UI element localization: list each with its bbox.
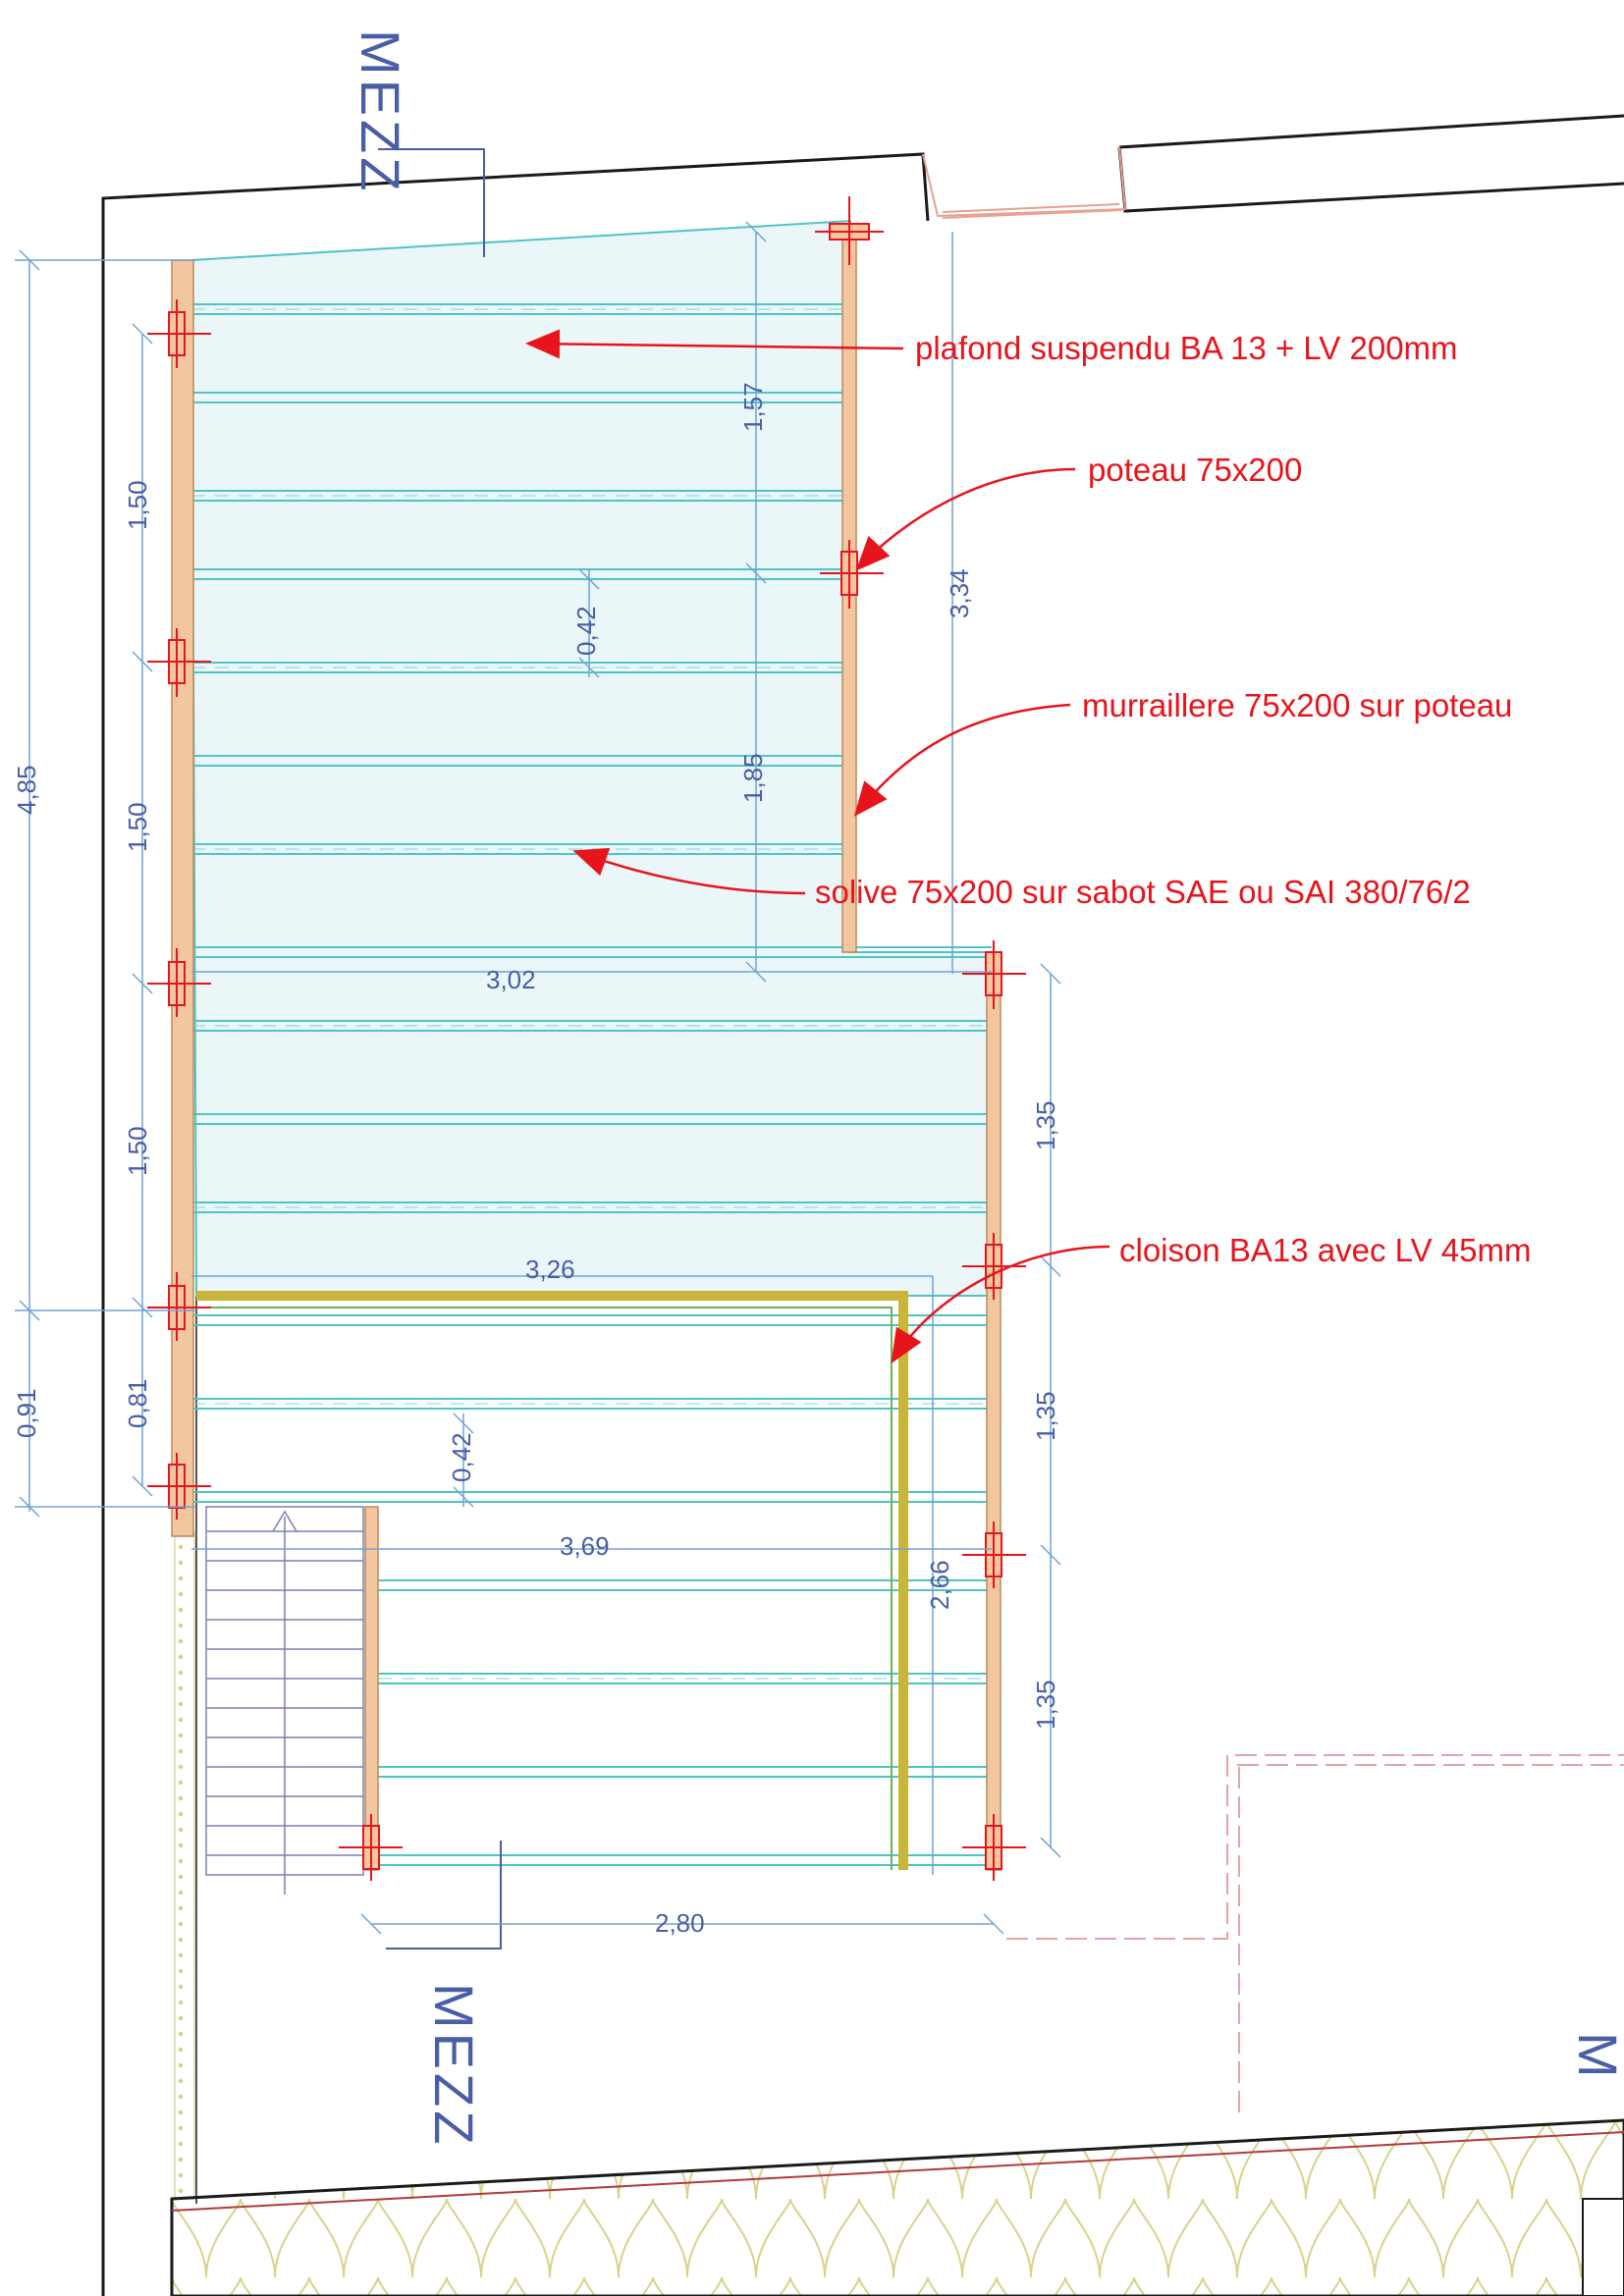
dim-stair-edge: 2,66: [925, 1560, 954, 1610]
post-5: [147, 1453, 211, 1520]
dim-left-span-3: 1,50: [123, 1126, 152, 1176]
dim-post-total: 3,34: [945, 568, 974, 618]
dashed-outline: [1006, 1754, 1624, 2120]
section-label-right: M: [1567, 2032, 1624, 2078]
partition-wall: [196, 1291, 908, 1870]
annotation-arrows: [525, 329, 1110, 1364]
bottom-wall: [170, 2118, 1624, 2296]
annotation-joist: solive 75x200 sur sabot SAE ou SAI 380/7…: [815, 874, 1471, 910]
dim-bottom-width: 2,80: [655, 1908, 705, 1938]
post-11: [962, 1814, 1026, 1881]
post-7: [820, 540, 884, 609]
dim-post-span-lower: 1,85: [738, 753, 768, 803]
dim-left-span-2: 1,50: [123, 802, 152, 852]
post-9: [962, 1233, 1026, 1300]
joists: [191, 303, 992, 1866]
window-opening: [922, 146, 1127, 219]
annotation-post: poteau 75x200: [1088, 452, 1303, 488]
dim-joist-gap-upper: 0,42: [571, 606, 601, 656]
post-1: [147, 299, 211, 368]
post-10: [962, 1522, 1026, 1588]
dim-right-span-2: 1,35: [1031, 1391, 1060, 1441]
dim-right-span-3: 1,35: [1031, 1680, 1060, 1730]
dim-mid-width: 3,26: [525, 1255, 575, 1284]
post-8: [962, 940, 1026, 1009]
post-12: [339, 1814, 403, 1881]
dim-upper-width: 3,02: [486, 965, 536, 994]
dim-joist-gap-lower: 0,42: [447, 1432, 476, 1482]
post-3: [147, 948, 211, 1017]
dim-left-span-1: 1,50: [123, 480, 152, 530]
section-label-top: MEZZ: [350, 29, 411, 195]
left-wall-insulation: [174, 1530, 195, 2200]
dim-outer-span-low: 0,91: [12, 1388, 41, 1438]
joist-centerlines: [191, 308, 992, 1680]
bottom-wall-inner-line: [171, 2131, 1624, 2212]
dim-right-span-1: 1,35: [1031, 1100, 1060, 1150]
dim-total-height: 4,85: [12, 765, 41, 815]
section-cut-lines: [378, 148, 502, 1949]
suspended-ceiling-area: [189, 219, 993, 1297]
section-label-bottom: MEZZ: [423, 1983, 485, 2149]
post-6: [815, 196, 884, 265]
annotation-ceiling: plafond suspendu BA 13 + LV 200mm: [915, 330, 1458, 366]
staircase: [205, 1506, 364, 1895]
dim-left-span-4: 0,81: [123, 1378, 152, 1428]
posts: [147, 196, 1026, 1881]
bottom-right-box: [1582, 2198, 1624, 2296]
dim-post-span-upper: 1,57: [738, 382, 768, 432]
post-2: [147, 628, 211, 697]
post-4: [147, 1272, 211, 1341]
annotation-partition: cloison BA13 avec LV 45mm: [1119, 1232, 1532, 1268]
annotation-ledger: murraillere 75x200 sur poteau: [1082, 687, 1513, 723]
dimension-lines: [15, 221, 1061, 1935]
dim-lower-width: 3,69: [560, 1531, 610, 1561]
